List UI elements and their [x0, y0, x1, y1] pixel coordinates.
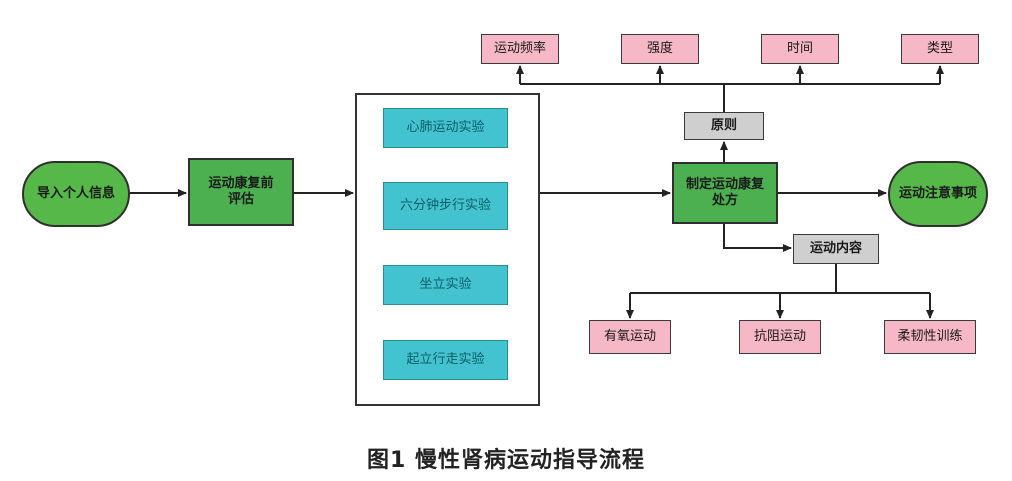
- principle-intensity: 强度: [621, 34, 699, 64]
- test-cardiopulmonary: 心肺运动实验: [383, 108, 508, 148]
- principle-time: 时间: [761, 34, 839, 64]
- test-timed-up-go: 起立行走实验: [383, 340, 508, 380]
- pre-assessment-node: 运动康复前 评估: [188, 158, 294, 226]
- principle-type: 类型: [901, 34, 979, 64]
- figure-caption: 图1 慢性肾病运动指导流程: [367, 448, 645, 473]
- principle-frequency: 运动频率: [481, 34, 559, 64]
- import-info-node: 导入个人信息: [22, 161, 130, 227]
- content-flexibility: 柔韧性训练: [884, 320, 976, 354]
- content-resistance: 抗阻运动: [739, 320, 821, 354]
- content-aerobic: 有氧运动: [589, 320, 671, 354]
- arrow-prescription-to-content: [723, 224, 792, 252]
- test-sit-stand: 坐立实验: [383, 265, 508, 305]
- prescription-node: 制定运动康复 处方: [672, 162, 778, 224]
- principles-node: 原则: [684, 112, 764, 140]
- exercise-notes-node: 运动注意事项: [888, 161, 988, 227]
- test-six-minute-walk: 六分钟步行实验: [383, 182, 508, 230]
- exercise-content-node: 运动内容: [793, 234, 879, 264]
